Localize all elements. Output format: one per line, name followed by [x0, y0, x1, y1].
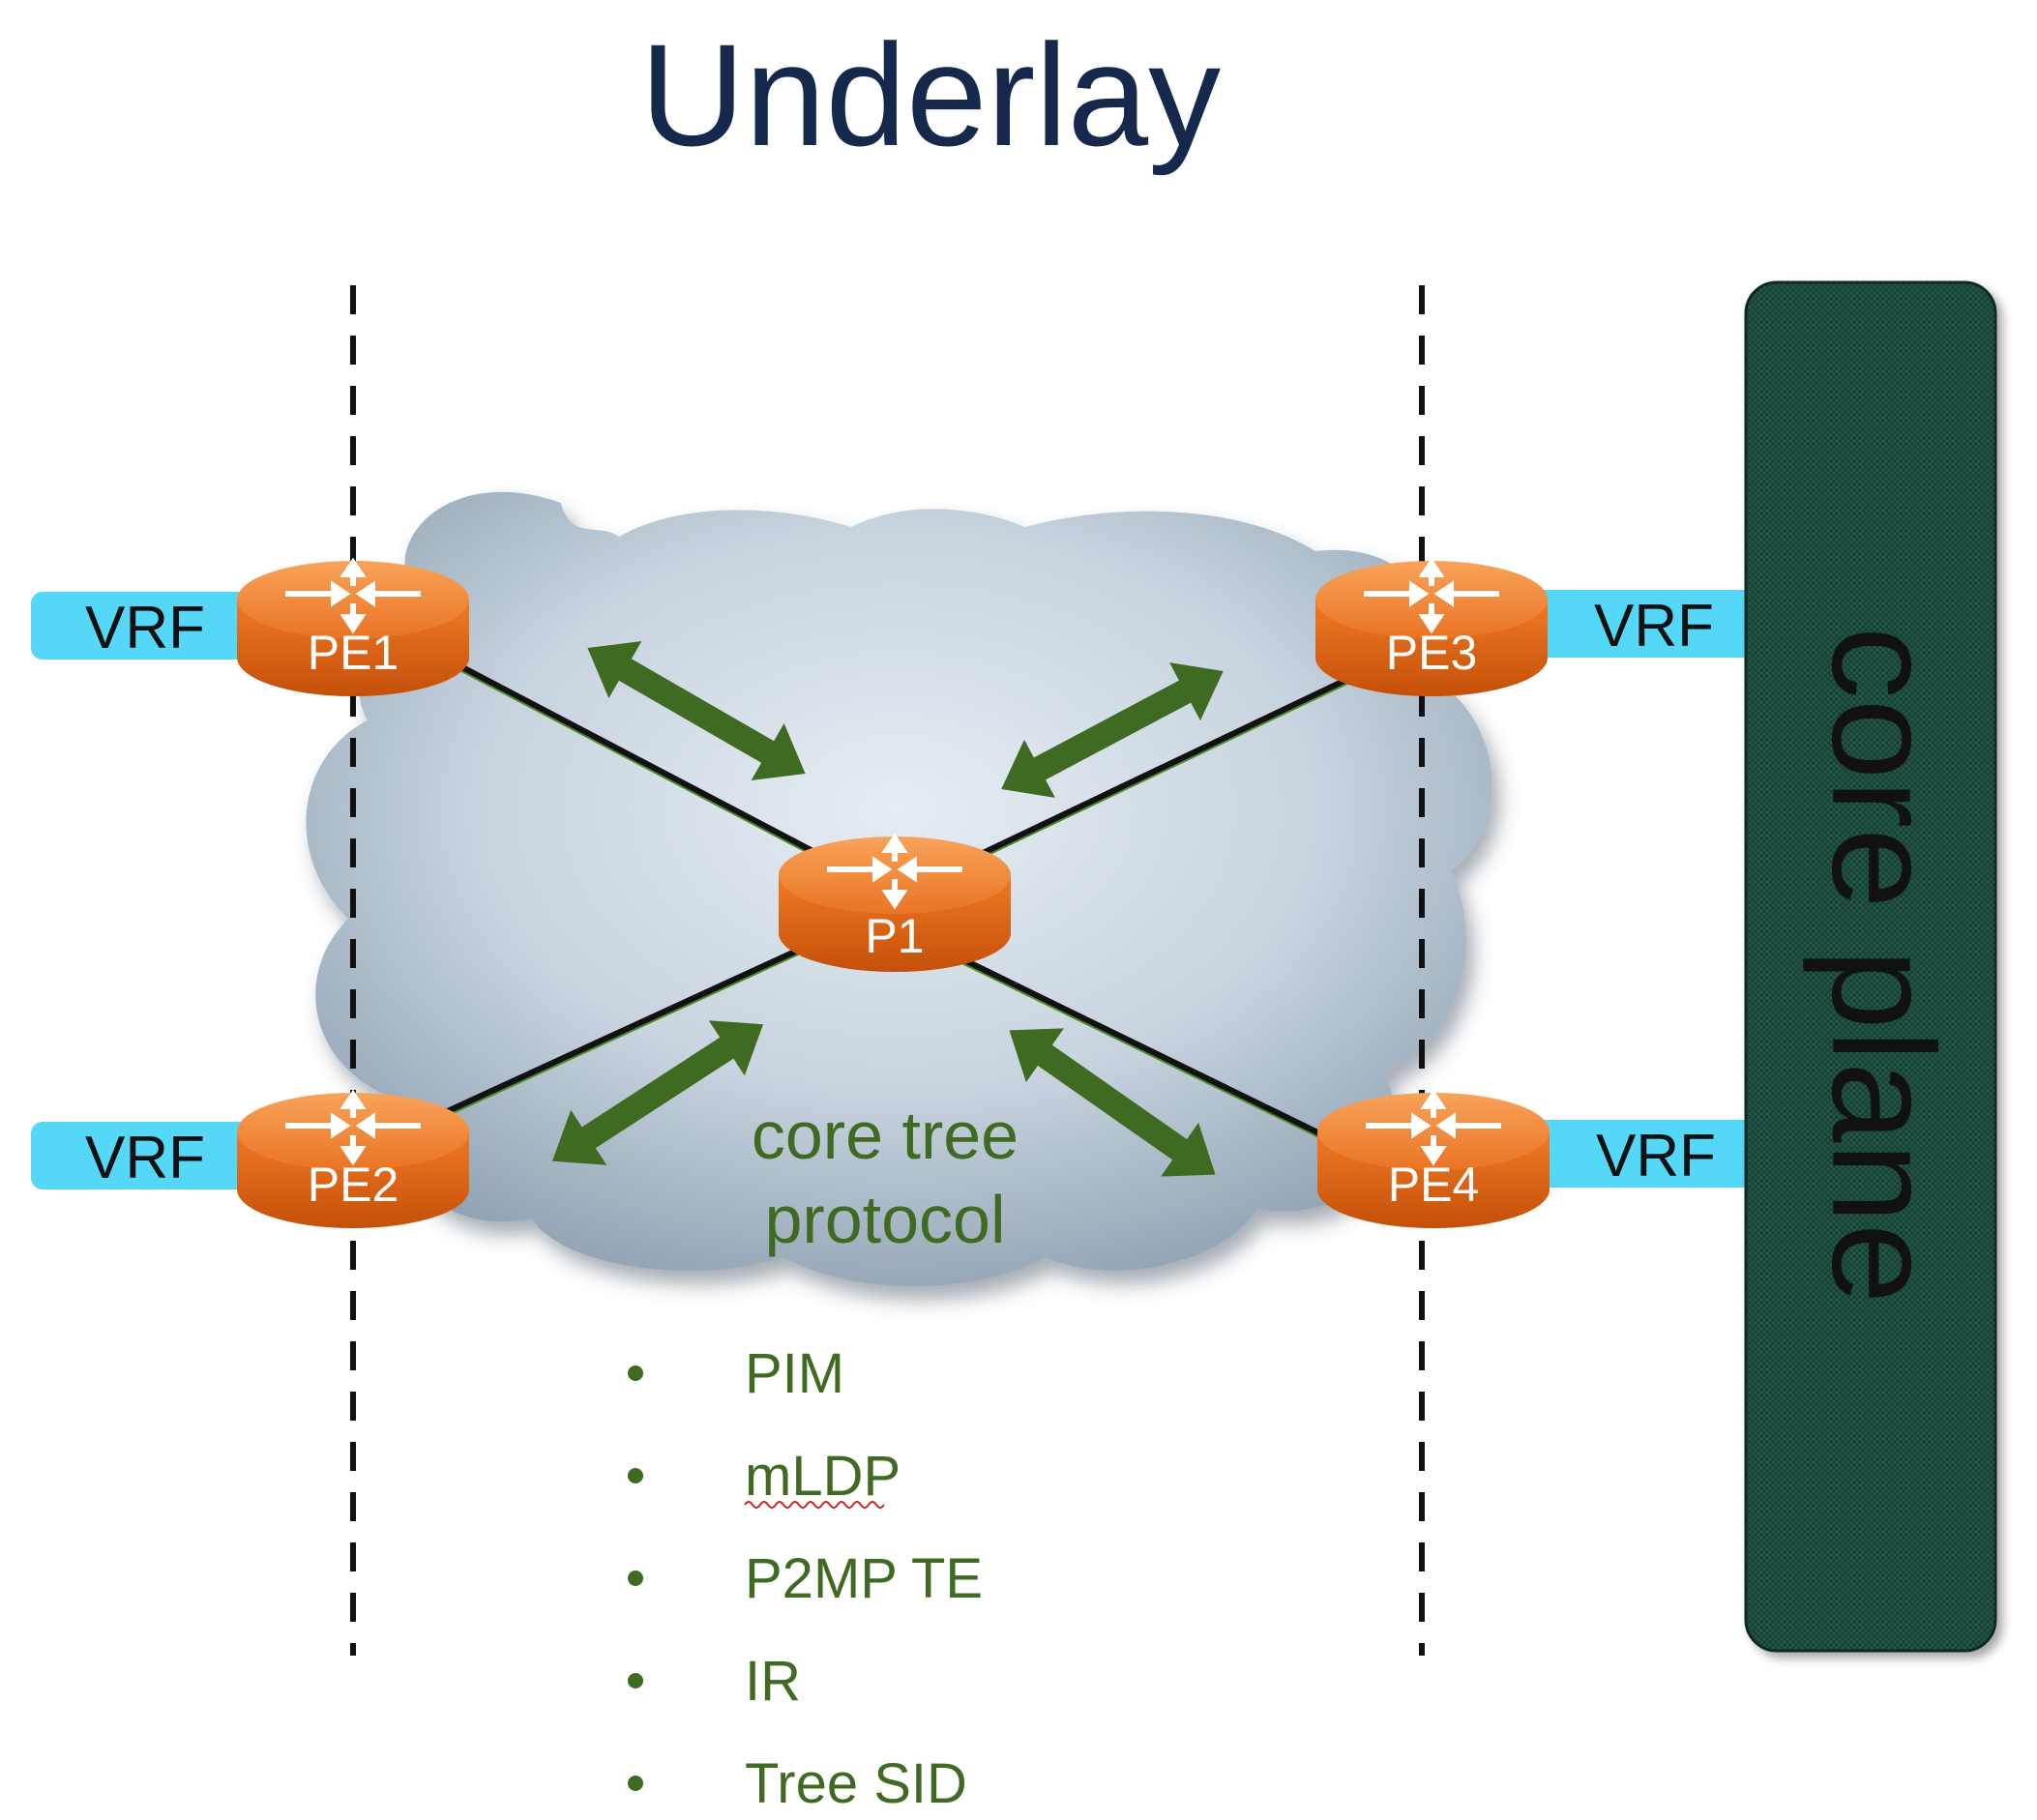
router-label-pe2: PE2	[308, 1158, 399, 1212]
router-label-pe4: PE4	[1388, 1158, 1480, 1212]
vrf-box-pe3: VRF	[1543, 590, 1746, 660]
svg-text:VRF: VRF	[1594, 593, 1714, 660]
vrf-box-pe4: VRF	[1543, 1120, 1746, 1189]
link-pe4-p1	[946, 949, 1346, 1150]
router-pe2: PE2	[237, 1089, 469, 1228]
svg-text:Tree SID: Tree SID	[745, 1752, 967, 1815]
core-plane-bar	[1744, 280, 1997, 1653]
link-pe3-p1	[956, 663, 1375, 869]
list-item: Tree SID	[628, 1752, 967, 1815]
router-arrows-icon	[1364, 557, 1499, 634]
svg-text:P2MP TE: P2MP TE	[745, 1547, 983, 1610]
router-arrows-icon	[285, 557, 421, 634]
double-arrow-pe3	[1001, 662, 1224, 798]
router-label-pe3: PE3	[1386, 626, 1478, 680]
protocol-list: PIM mLDP P2MP TE IR Tree SID	[628, 1342, 983, 1815]
svg-text:VRF: VRF	[85, 595, 205, 661]
core-tree-label-line1: core tree	[752, 1098, 1018, 1173]
router-arrows-icon	[827, 833, 962, 910]
link-pe2-p1	[424, 925, 848, 1126]
list-item: IR	[628, 1650, 801, 1713]
vrf-box-pe2: VRF	[31, 1122, 251, 1191]
router-pe1: PE1	[237, 557, 469, 696]
list-item: PIM	[628, 1342, 844, 1405]
list-item: P2MP TE	[628, 1547, 983, 1610]
svg-text:mLDP: mLDP	[745, 1445, 900, 1508]
router-label-p1: P1	[865, 909, 924, 963]
vrf-box-pe1: VRF	[31, 592, 251, 661]
svg-text:IR: IR	[745, 1650, 801, 1713]
svg-text:PIM: PIM	[745, 1342, 844, 1405]
router-pe4: PE4	[1317, 1089, 1550, 1228]
core-tree-label-line2: protocol	[764, 1182, 1005, 1257]
double-arrow-pe4	[1009, 1028, 1216, 1177]
router-label-pe1: PE1	[308, 626, 399, 680]
double-arrow-pe2	[551, 1020, 764, 1165]
list-item: mLDP	[628, 1445, 900, 1509]
router-arrows-icon	[1366, 1089, 1501, 1166]
svg-text:VRF: VRF	[1596, 1123, 1716, 1189]
double-arrow-pe1	[587, 641, 806, 780]
core-plane-label: core plane	[1802, 627, 1964, 1305]
router-p1: P1	[779, 833, 1011, 972]
router-arrows-icon	[285, 1089, 421, 1166]
svg-text:VRF: VRF	[85, 1125, 205, 1191]
page-title: Underlay	[640, 14, 1221, 176]
router-pe3: PE3	[1315, 557, 1548, 696]
